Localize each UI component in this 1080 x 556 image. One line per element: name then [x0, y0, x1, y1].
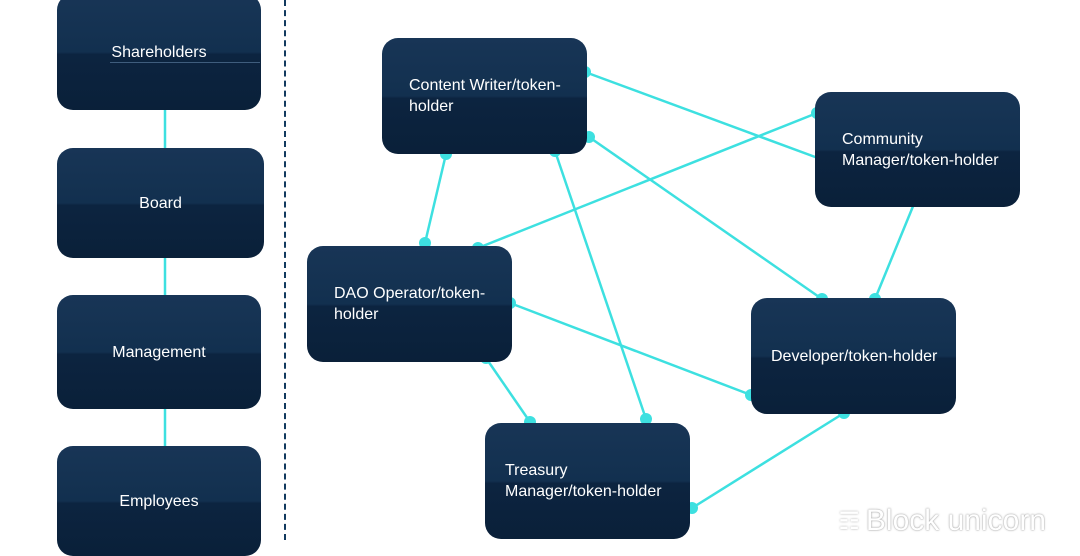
divider-line: [110, 62, 260, 63]
network-node-community-manager: Community Manager/token-holder: [815, 92, 1020, 207]
network-edge: [484, 357, 532, 423]
watermark: ☶ Block unicorn: [838, 504, 1046, 538]
node-label: Developer/token-holder: [771, 347, 938, 365]
network-edge: [477, 111, 818, 250]
network-edge: [588, 135, 823, 301]
node-label: DAO Operator/token- holder: [334, 285, 486, 323]
watermark-text: Block unicorn: [865, 504, 1046, 537]
node-label: Shareholders: [111, 43, 207, 61]
network-node-developer: Developer/token-holder: [751, 298, 956, 414]
node-label: Content Writer/token- holder: [409, 77, 561, 115]
network-node-treasury-manager: Treasury Manager/token-holder: [485, 423, 690, 539]
network-node-dao-operator: DAO Operator/token- holder: [307, 246, 512, 362]
hierarchy-node-shareholders: Shareholders: [57, 0, 261, 110]
edge-endpoint: [640, 413, 652, 425]
node-label: Employees: [119, 492, 199, 510]
network-edge: [553, 150, 648, 420]
node-label: Treasury Manager/token-holder: [505, 462, 662, 500]
wechat-icon: ☶: [838, 507, 860, 535]
hierarchy-node-management: Management: [57, 295, 261, 409]
node-label: Community Manager/token-holder: [842, 130, 999, 169]
network-edge: [691, 411, 845, 510]
network-node-content-writer: Content Writer/token- holder: [382, 38, 587, 154]
node-label: Board: [139, 194, 182, 212]
network-edge: [509, 301, 752, 397]
node-label: Management: [112, 343, 206, 361]
network-edge: [873, 198, 918, 300]
section-divider: [284, 0, 286, 540]
network-edge: [423, 153, 448, 244]
network-edge: [584, 70, 827, 163]
hierarchy-node-employees: Employees: [57, 446, 261, 556]
hierarchy-node-board: Board: [57, 148, 264, 258]
